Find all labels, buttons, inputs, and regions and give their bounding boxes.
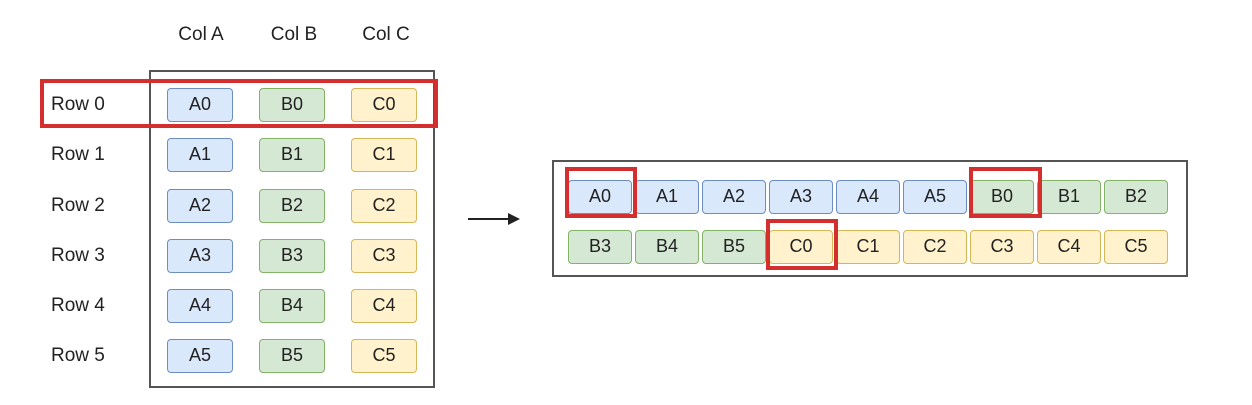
flat-cell-b4: B4 (635, 230, 699, 264)
cell-c4: C4 (351, 289, 417, 323)
column-header-a: Col A (178, 24, 224, 45)
cell-c5: C5 (351, 339, 417, 373)
cell-a3: A3 (167, 239, 233, 273)
flat-cell-b0: B0 (970, 180, 1034, 214)
flattened-layout (552, 160, 1188, 277)
flat-cell-c5: C5 (1104, 230, 1168, 264)
row-label-4: Row 4 (51, 295, 105, 316)
cell-b5: B5 (259, 339, 325, 373)
flat-cell-b2: B2 (1104, 180, 1168, 214)
flat-cell-a4: A4 (836, 180, 900, 214)
cell-c1: C1 (351, 138, 417, 172)
row-label-5: Row 5 (51, 345, 105, 366)
cell-b3: B3 (259, 239, 325, 273)
row-label-1: Row 1 (51, 144, 105, 165)
flat-cell-a1: A1 (635, 180, 699, 214)
flat-cell-a3: A3 (769, 180, 833, 214)
cell-b4: B4 (259, 289, 325, 323)
row-label-2: Row 2 (51, 195, 105, 216)
column-header-b: Col B (270, 24, 318, 45)
cell-a0: A0 (167, 88, 233, 122)
cell-a1: A1 (167, 138, 233, 172)
cell-c3: C3 (351, 239, 417, 273)
flat-cell-a0: A0 (568, 180, 632, 214)
cell-a5: A5 (167, 339, 233, 373)
cell-c0: C0 (351, 88, 417, 122)
cell-a4: A4 (167, 289, 233, 323)
cell-a2: A2 (167, 189, 233, 223)
flat-cell-a5: A5 (903, 180, 967, 214)
matrix-table (149, 70, 435, 388)
flat-cell-c1: C1 (836, 230, 900, 264)
cell-c2: C2 (351, 189, 417, 223)
cell-b0: B0 (259, 88, 325, 122)
flat-cell-b5: B5 (702, 230, 766, 264)
right-arrow-icon (468, 213, 520, 225)
flat-cell-c4: C4 (1037, 230, 1101, 264)
column-header-c: Col C (362, 24, 410, 45)
row-label-0: Row 0 (51, 94, 105, 115)
cell-b1: B1 (259, 138, 325, 172)
cell-b2: B2 (259, 189, 325, 223)
flat-cell-b3: B3 (568, 230, 632, 264)
flat-cell-c3: C3 (970, 230, 1034, 264)
flat-cell-c2: C2 (903, 230, 967, 264)
flat-cell-b1: B1 (1037, 180, 1101, 214)
row-label-3: Row 3 (51, 245, 105, 266)
flat-cell-c0: C0 (769, 230, 833, 264)
flat-cell-a2: A2 (702, 180, 766, 214)
